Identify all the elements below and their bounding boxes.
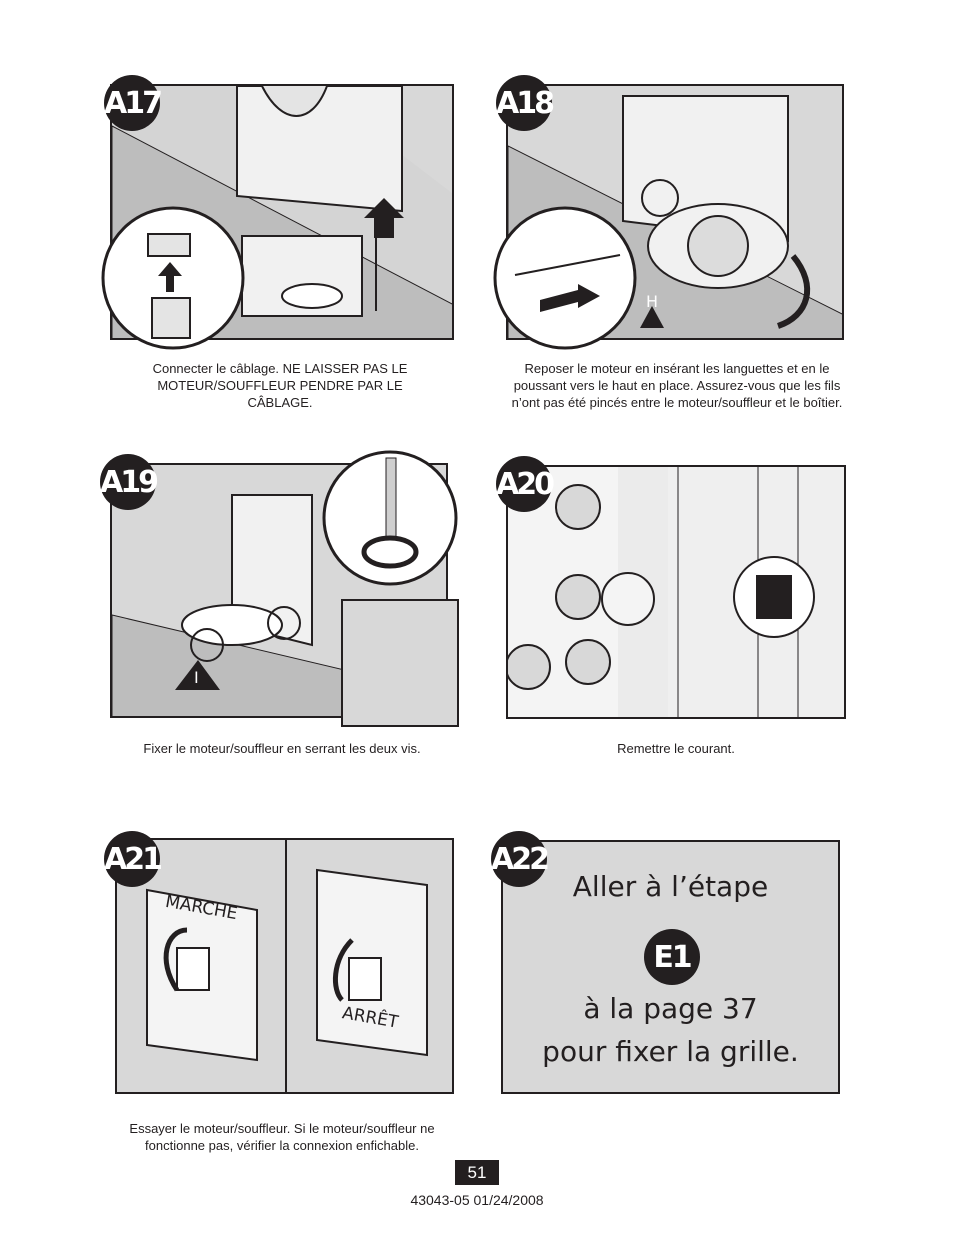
a22-line1: Aller à l’étape (572, 870, 769, 903)
step-a19-illustration (110, 463, 448, 718)
step-a22-panel: Aller à l’étape E1 à la page 37 pour fix… (501, 840, 840, 1094)
step-a20-drawing (508, 467, 844, 717)
a22-line3: pour fixer la grille. (542, 1035, 799, 1068)
step-a20-caption: Remettre le courant. (617, 741, 735, 756)
step-a17-caption: Connecter le câblage. NE LAISSER PAS LE … (152, 361, 408, 410)
step-a17-drawing (112, 86, 452, 338)
step-a19-drawing (112, 494, 446, 716)
page-number: 51 (455, 1160, 499, 1185)
step-a18-badge: A18 (496, 75, 555, 131)
step-a17-illustration (110, 84, 454, 340)
step-a21-badge: A21 (104, 831, 163, 887)
a22-step-ref-badge: E1 (644, 929, 700, 985)
step-a18-caption: Reposer le moteur en insérant les langue… (511, 361, 843, 410)
step-a19-caption: Fixer le moteur/souffleur en serrant les… (143, 741, 421, 756)
step-a18-drawing (508, 95, 842, 338)
step-a20-illustration (506, 465, 846, 719)
step-a21-illustration (115, 838, 454, 1094)
step-a21-caption: Essayer le moteur/souffleur. Si le moteu… (129, 1121, 435, 1153)
document-id: 43043-05 01/24/2008 (410, 1192, 544, 1208)
step-a20-badge: A20 (496, 456, 555, 512)
step-a21-drawing (146, 840, 428, 1092)
a19-callout-letter: I (194, 668, 199, 687)
step-a19-badge: A19 (100, 454, 159, 510)
step-a22-badge: A22 (491, 831, 550, 887)
a22-line2: à la page 37 (583, 992, 758, 1025)
step-a18-illustration (506, 84, 844, 340)
a18-callout-letter: H (646, 292, 659, 311)
step-a17-badge: A17 (104, 75, 163, 131)
